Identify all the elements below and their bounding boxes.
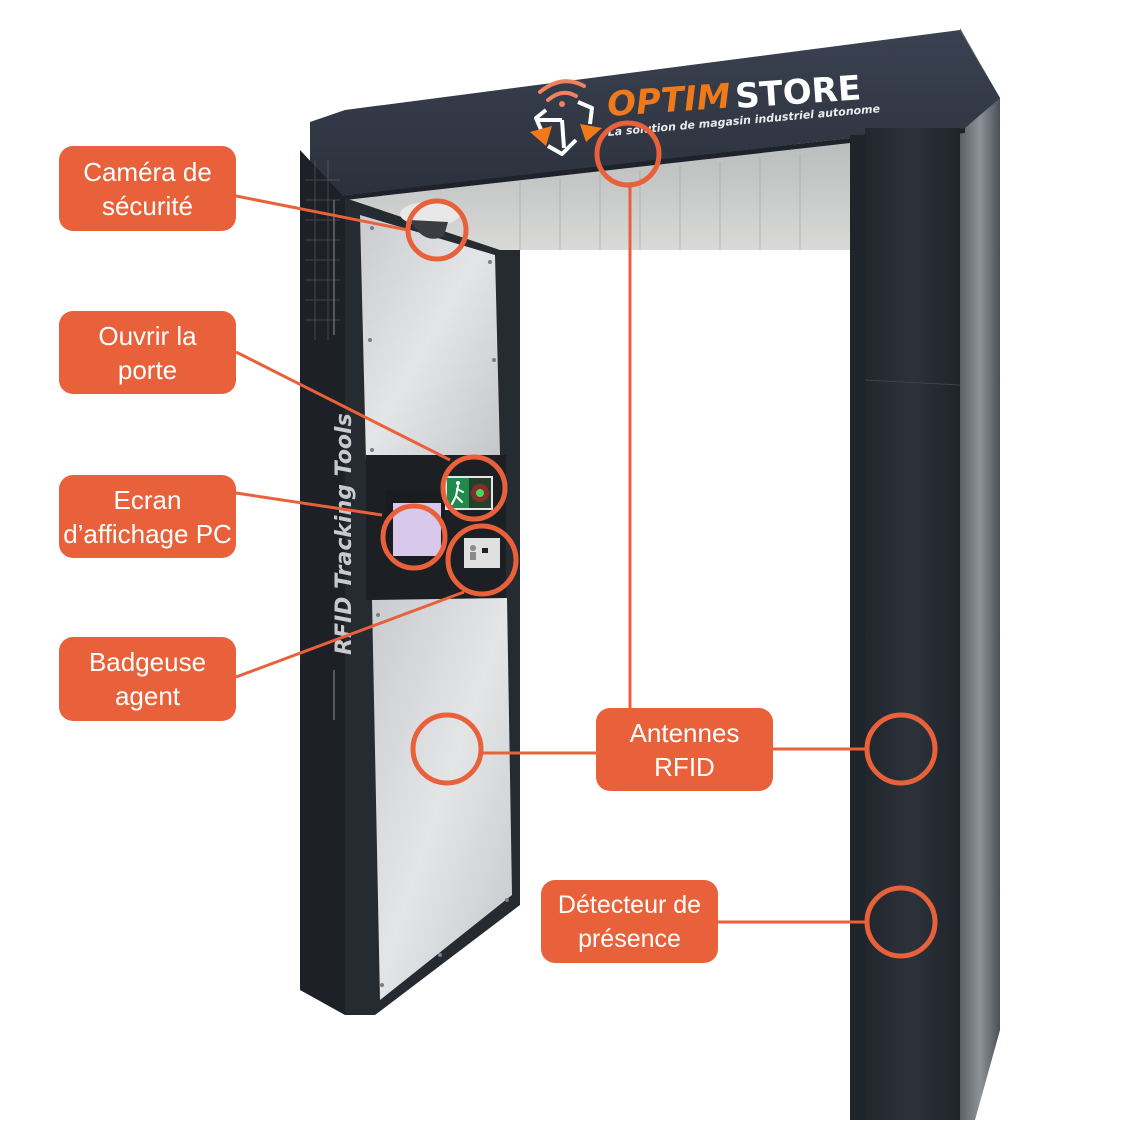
box-icon	[534, 100, 594, 156]
leader-door	[235, 350, 451, 462]
running-man-icon	[451, 481, 464, 505]
leader-screen	[235, 491, 383, 517]
right-antenna-marker-circle	[864, 712, 938, 786]
callout-camera-line2: sécurité	[101, 190, 194, 221]
callout-badge: Badgeuse agent	[59, 637, 236, 721]
callout-door-line2: porte	[117, 354, 178, 385]
top-beam-front-edge	[310, 128, 965, 203]
callout-antenna-line2: RFID	[654, 751, 715, 782]
right-side-depth	[960, 28, 1000, 1120]
callout-camera: Caméra de sécurité	[59, 146, 236, 231]
right-pillar-seam	[864, 379, 961, 386]
badge-reader	[464, 538, 500, 568]
brand-name-store: STORE	[734, 68, 862, 117]
leader-camera	[235, 194, 409, 232]
person-icon	[470, 545, 476, 551]
left-lower-panel	[372, 598, 512, 1000]
callout-antenna-line1: Antennes	[629, 717, 740, 748]
leader-badge	[235, 590, 465, 679]
top-antenna-marker-circle	[594, 120, 662, 188]
rfid-tracking-tools-text: RFID Tracking Tools	[332, 413, 357, 655]
left-antenna-marker-circle	[410, 712, 484, 786]
callout-badge-line2: agent	[114, 681, 181, 711]
left-pillar-tile-texture	[305, 160, 340, 340]
portal-structure	[300, 28, 1000, 1120]
callout-camera-line1: Caméra de	[83, 156, 212, 187]
screen-marker-circle	[380, 503, 448, 571]
badge-marker-circle	[445, 523, 519, 597]
brand-name-optim: OPTIM	[606, 76, 732, 125]
callout-circles	[380, 120, 938, 959]
callout-door-line1: Ouvrir la	[98, 320, 197, 351]
left-upper-panel	[360, 215, 500, 460]
right-pillar-inner-edge	[850, 135, 868, 1120]
presence-marker-circle	[864, 885, 938, 959]
door-open-button	[445, 476, 493, 510]
callout-presence: Détecteur de présence	[541, 880, 718, 963]
callout-screen-line2: d’affichage PC	[63, 518, 232, 549]
wifi-icon	[538, 79, 586, 107]
door-opening	[500, 250, 850, 1120]
callout-badge-line1: Badgeuse	[88, 647, 207, 677]
callout-presence-line1: Détecteur de	[557, 890, 702, 919]
left-pillar-side	[300, 150, 345, 1015]
door-button-marker-circle	[440, 454, 508, 522]
panel-screws	[368, 226, 509, 987]
pc-screen	[385, 490, 445, 560]
right-pillar-front	[865, 128, 960, 1120]
callout-presence-line2: présence	[578, 924, 681, 953]
callout-lines	[235, 184, 866, 924]
top-beam	[310, 30, 1000, 198]
callout-screen: Ecran d’affichage PC	[59, 475, 236, 558]
arrow-left-icon	[530, 126, 552, 146]
callout-screen-line1: Ecran	[113, 484, 182, 515]
arrow-right-icon	[580, 124, 602, 142]
callout-antenna: Antennes RFID	[596, 708, 773, 791]
camera-marker-circle	[405, 198, 469, 262]
callout-door: Ouvrir la porte	[59, 311, 236, 394]
